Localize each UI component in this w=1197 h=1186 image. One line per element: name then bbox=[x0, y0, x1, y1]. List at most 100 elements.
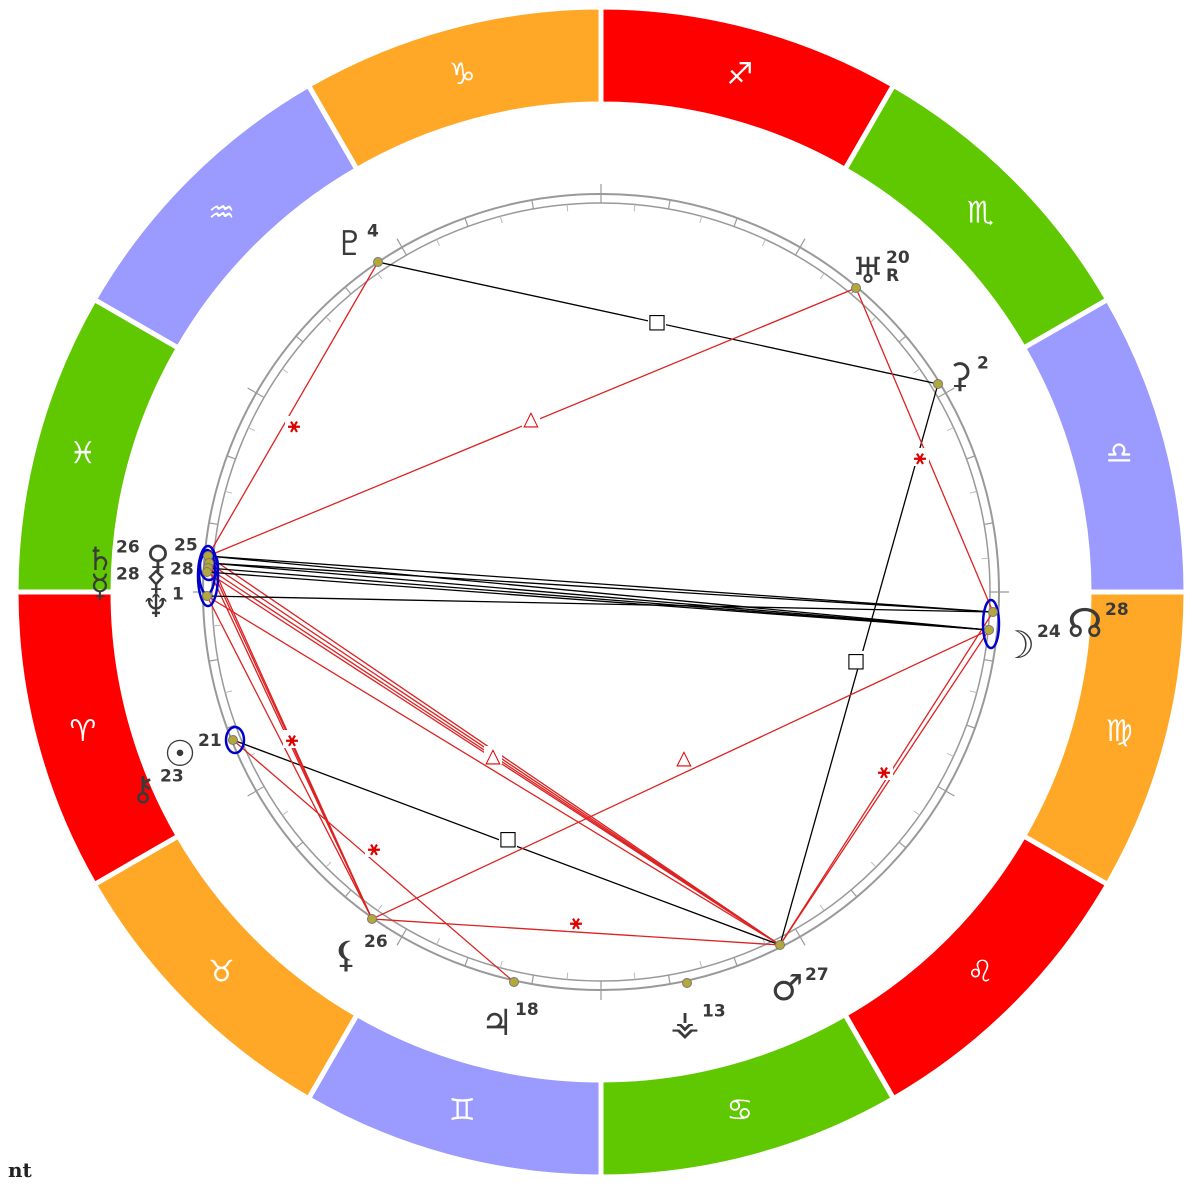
degree-tick-minor bbox=[377, 904, 383, 911]
degree-tick bbox=[667, 199, 671, 210]
sun-degree: 21 bbox=[198, 731, 222, 751]
degree-tick bbox=[966, 724, 976, 729]
degree-tick bbox=[464, 217, 469, 227]
vesta-degree: 13 bbox=[702, 1001, 726, 1021]
degree-tick bbox=[850, 889, 858, 898]
degree-tick bbox=[295, 841, 304, 849]
saturn-icon: ♄ bbox=[86, 540, 115, 578]
aspect-square-icon: □ bbox=[847, 648, 866, 672]
degree-tick-minor bbox=[325, 316, 332, 323]
uranus-degree: 20 bbox=[886, 248, 910, 268]
aspect-symbol-bg bbox=[875, 762, 893, 780]
aspect-lines bbox=[206, 261, 994, 983]
aspect-sextile-icon: ⚹ bbox=[570, 910, 582, 934]
degree-tick-minor bbox=[946, 752, 954, 757]
zodiac-ring: ♐♏♎♍♌♋♊♉♈♓♒♑ bbox=[13, 4, 1189, 1180]
aspect-sextile-icon: ⚹ bbox=[878, 759, 890, 783]
sign-aquarius-icon: ♒ bbox=[208, 196, 235, 231]
planet-glyphs: ♇4♅20R⚳2☊28☽24♂27⚶13♃18⚸26☉21⚷23♄26♀25☿2… bbox=[86, 221, 1129, 1044]
pluto-degree: 4 bbox=[367, 221, 379, 241]
sign-aries-icon: ♈ bbox=[69, 714, 96, 749]
degree-tick-minor bbox=[377, 273, 383, 280]
degree-tick bbox=[733, 217, 738, 227]
planet-dot-mars bbox=[775, 940, 785, 950]
pluto-icon: ♇ bbox=[335, 224, 365, 264]
planet-dots bbox=[202, 257, 998, 988]
sign-libra-icon: ♎ bbox=[1106, 436, 1133, 471]
mercury-degree: 28 bbox=[116, 564, 140, 584]
degree-tick bbox=[983, 522, 994, 526]
degree-tick bbox=[226, 724, 236, 729]
degree-tick-minor bbox=[282, 810, 289, 816]
mercury-icon: ☿ bbox=[90, 567, 110, 605]
aspect-line-venus-moon bbox=[208, 562, 990, 631]
uranus-retrograde-label: R bbox=[886, 266, 899, 286]
sign-pisces-icon: ♓ bbox=[69, 436, 96, 471]
degree-tick-minor bbox=[633, 204, 636, 212]
aspect-symbol-bg bbox=[911, 448, 929, 466]
aspect-line-saturn-moon bbox=[207, 555, 990, 631]
aspect-symbol-bg bbox=[648, 312, 666, 330]
aspect-line-mars-moon bbox=[779, 629, 990, 946]
degree-tick bbox=[464, 957, 469, 967]
conjunction-ellipse bbox=[981, 598, 1001, 650]
chiron-icon: ⚷ bbox=[131, 769, 156, 809]
degree-tick-minor bbox=[566, 204, 569, 212]
degree-tick bbox=[344, 286, 352, 295]
planet-dot-sun bbox=[228, 735, 238, 745]
mars-degree: 27 bbox=[805, 965, 829, 985]
degree-tick-minor bbox=[699, 960, 703, 968]
aspect-line-mercury-moon bbox=[207, 567, 990, 631]
aspect-line-pluto-saturn bbox=[207, 261, 379, 557]
degree-tick bbox=[794, 238, 806, 256]
conjunction-ellipse bbox=[224, 725, 246, 755]
planet-dot-neptune bbox=[202, 591, 212, 601]
sign-scorpio-icon: ♏ bbox=[967, 196, 994, 231]
sign-leo-icon: ♌ bbox=[967, 954, 994, 989]
planet-dot-ceres bbox=[933, 379, 943, 389]
degree-tick bbox=[208, 522, 219, 526]
degree-tick-minor bbox=[436, 937, 441, 945]
aspect-trine-icon: △ bbox=[485, 743, 501, 767]
degree-tick-minor bbox=[225, 690, 233, 694]
degree-tick bbox=[733, 957, 738, 967]
venus-degree: 25 bbox=[174, 535, 198, 555]
degree-tick-minor bbox=[499, 216, 503, 224]
pallas-icon: ⚴ bbox=[146, 564, 167, 597]
planet-dot-lilith bbox=[367, 914, 377, 924]
jupiter-icon: ♃ bbox=[481, 1003, 513, 1044]
degree-tick-minor bbox=[225, 490, 233, 494]
mars-icon: ♂ bbox=[771, 968, 803, 1009]
degree-tick bbox=[937, 387, 955, 399]
corner-label: nt bbox=[8, 1158, 32, 1182]
saturn-degree: 26 bbox=[116, 537, 140, 557]
planet-dot-pluto bbox=[373, 257, 383, 267]
chiron-degree: 23 bbox=[160, 766, 184, 786]
ceres-degree: 2 bbox=[977, 353, 989, 373]
degree-tick-minor bbox=[946, 427, 954, 432]
vesta-icon: ⚶ bbox=[671, 1004, 700, 1044]
degree-tick-minor bbox=[633, 972, 636, 980]
aspect-line-neptune-mars bbox=[206, 595, 781, 946]
pallas-degree: 28 bbox=[170, 560, 194, 580]
degree-tick-minor bbox=[566, 972, 569, 980]
aspect-symbol-bg bbox=[847, 651, 865, 669]
aspect-symbol-bg bbox=[567, 913, 585, 931]
degree-tick bbox=[247, 785, 265, 797]
degree-tick bbox=[226, 455, 236, 460]
degree-tick bbox=[208, 658, 219, 662]
aspect-line-neptune-node bbox=[206, 595, 994, 613]
degree-tick-minor bbox=[981, 557, 989, 560]
aspect-line-neptune-lilith bbox=[206, 595, 373, 920]
degree-tick-minor bbox=[282, 368, 289, 374]
ceres-icon: ⚳ bbox=[948, 356, 973, 396]
degree-tick bbox=[966, 455, 976, 460]
degree-tick-minor bbox=[870, 861, 877, 868]
aspect-symbol-bg bbox=[522, 409, 540, 427]
sign-sagittarius-icon: ♐ bbox=[726, 57, 753, 92]
degree-tick-minor bbox=[969, 490, 977, 494]
degree-tick-minor bbox=[819, 273, 825, 280]
aspect-symbol-bg bbox=[675, 748, 693, 766]
aspect-line-lilith-mars bbox=[371, 918, 781, 946]
